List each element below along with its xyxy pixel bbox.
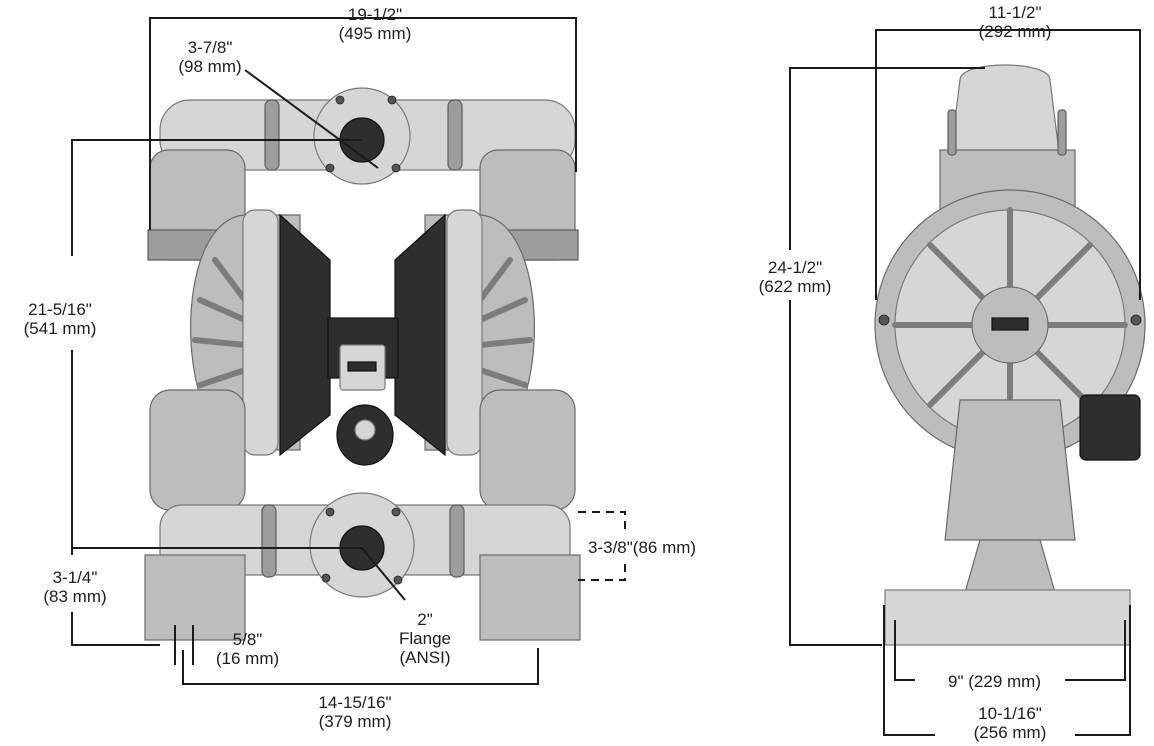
base-depth-bracket (883, 605, 1131, 736)
left-foot (144, 554, 246, 641)
flange-standard: (ANSI) (399, 648, 451, 667)
side-view-pump (874, 64, 1146, 646)
aro-badge (347, 361, 377, 372)
overall-depth-imperial: 11-1/2" (988, 3, 1042, 22)
side-housing-ribs (892, 207, 1128, 443)
overall-depth-metric: (292 mm) (978, 22, 1052, 41)
overall-width-metric: (495 mm) (338, 24, 412, 43)
overall-height-metric: (622 mm) (758, 277, 832, 296)
right-foot (479, 554, 581, 641)
flange-offset-metric: (86 mm) (632, 538, 697, 557)
side-base (884, 589, 1131, 646)
right-housing-rim (446, 209, 483, 456)
flange-label: 2" Flange (ANSI) (385, 610, 465, 667)
left-housing-ribs (192, 257, 248, 423)
overall-height-line-lower (789, 300, 882, 646)
inlet-height-imperial: 3-1/4" (52, 568, 98, 587)
mount-spacing-imperial: 9" (948, 672, 964, 691)
side-top-cap (949, 64, 1061, 161)
top-left-clamp (264, 99, 280, 171)
base-depth-label: 10-1/16" (256 mm) (950, 704, 1070, 742)
base-depth-metric: (256 mm) (973, 723, 1047, 742)
flange-offset-label: 3-3/8"(86 mm) (588, 538, 748, 557)
inlet-height-line (71, 612, 160, 646)
flange-size: 2" (417, 610, 433, 629)
bottom-right-clamp (449, 504, 465, 578)
front-view-pump (144, 87, 581, 641)
flange-leader (361, 547, 406, 601)
overall-width-bracket (149, 17, 577, 230)
overall-depth-label: 11-1/2" (292 mm) (955, 3, 1075, 41)
bottom-left-elbow (149, 389, 246, 511)
overall-height-label: 24-1/2" (622 mm) (740, 258, 850, 296)
outlet-height-line-upper (71, 139, 362, 256)
right-center-section (394, 213, 446, 457)
outlet-height-imperial: 21-5/16" (28, 300, 92, 319)
side-aro-badge (991, 317, 1029, 331)
front-view-dimension-lines (71, 17, 626, 685)
inlet-height-label: 3-1/4" (83 mm) (25, 568, 125, 606)
left-center-section (279, 213, 331, 457)
overall-width-imperial: 19-1/2" (347, 5, 403, 24)
side-muffler (1079, 394, 1141, 461)
air-inlet-nut (354, 419, 376, 441)
bottom-right-elbow (479, 389, 576, 511)
base-depth-imperial: 10-1/16" (978, 704, 1042, 723)
inlet-diameter-metric: (98 mm) (178, 57, 242, 76)
base-width-bracket (182, 648, 539, 685)
overall-width-label: 19-1/2" (495 mm) (310, 5, 440, 43)
base-width-imperial: 14-15/16" (318, 693, 392, 712)
top-right-clamp (447, 99, 463, 171)
flange-offset-bracket (578, 511, 626, 581)
inlet-height-metric: (83 mm) (43, 587, 107, 606)
mount-spacing-label: 9" (229 mm) (922, 672, 1067, 691)
base-width-label: 14-15/16" (379 mm) (290, 693, 420, 731)
left-housing-rim (242, 209, 279, 456)
foot-thickness-marks (174, 625, 194, 665)
mount-spacing-metric: (229 mm) (968, 672, 1041, 691)
overall-height-line-upper (789, 67, 985, 250)
side-lower-body (944, 399, 1076, 541)
foot-thickness-imperial: 5/8" (232, 630, 263, 649)
overall-depth-bracket (875, 29, 1141, 300)
side-view-dimension-lines (789, 29, 1141, 736)
outlet-height-label: 21-5/16" (541 mm) (5, 300, 115, 338)
bottom-left-clamp (261, 504, 277, 578)
foot-thickness-metric: (16 mm) (215, 649, 280, 668)
mount-spacing-bracket (894, 620, 1126, 681)
right-housing-ribs (477, 257, 533, 423)
inlet-diameter-imperial: 3-7/8" (187, 38, 233, 57)
overall-height-imperial: 24-1/2" (767, 258, 823, 277)
base-width-metric: (379 mm) (318, 712, 392, 731)
outlet-height-metric: (541 mm) (23, 319, 97, 338)
inlet-diameter-label: 3-7/8" (98 mm) (155, 38, 265, 76)
foot-thickness-label: 5/8" (16 mm) (200, 630, 295, 668)
flange-offset-imperial: 3-3/8" (588, 538, 633, 557)
flange-text: Flange (399, 629, 451, 648)
inlet-diameter-leader (244, 69, 379, 169)
